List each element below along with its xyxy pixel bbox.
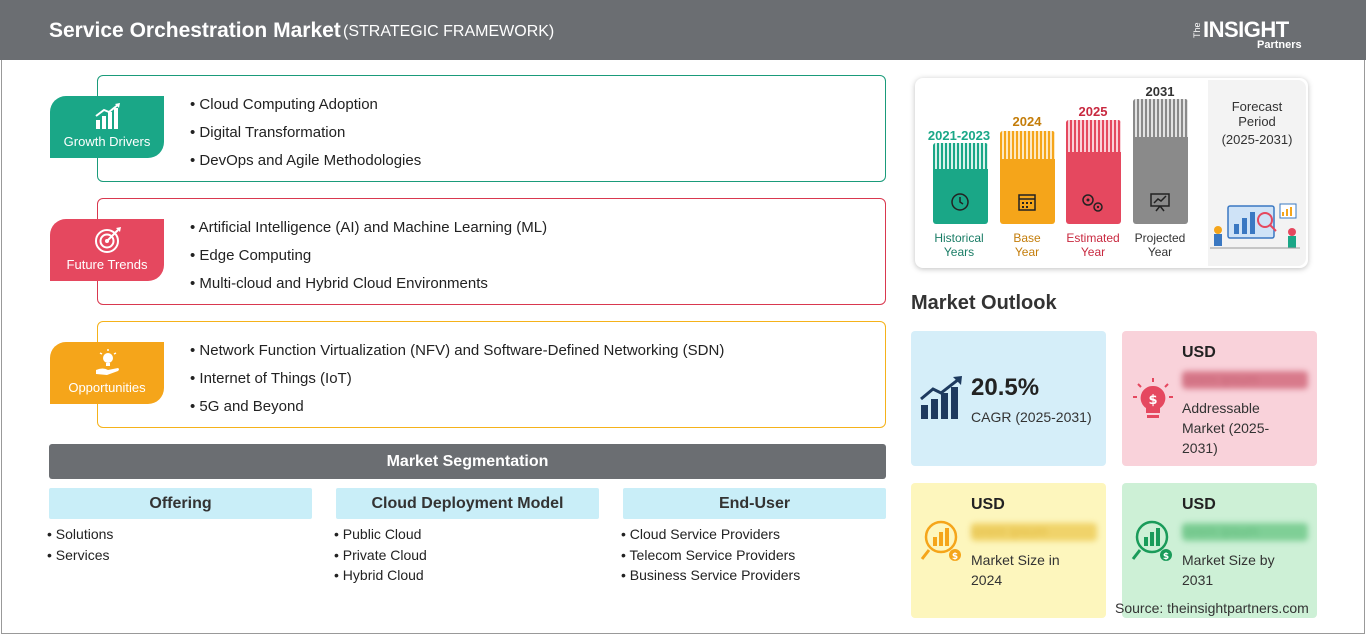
timeline-year-base: 2024 (1012, 114, 1042, 129)
size-2031-blurred-value: lorem ipsum (1182, 523, 1308, 541)
svg-text:$: $ (1163, 552, 1169, 562)
target-icon (95, 227, 121, 253)
future-trends-card: Artificial Intelligence (AI) and Machine… (97, 198, 886, 305)
money-lightbulb-icon: $ (1133, 378, 1173, 418)
logo-insight: INSIGHT (1203, 17, 1289, 42)
segment-list-cloud-deployment: Public Cloud Private Cloud Hybrid Cloud (334, 526, 427, 588)
segment-item: Telecom Service Providers (621, 547, 800, 568)
segment-list-end-user: Cloud Service Providers Telecom Service … (621, 526, 801, 588)
growth-drivers-card: Cloud Computing Adoption Digital Transfo… (97, 75, 886, 182)
opportunity-item: 5G and Beyond (190, 397, 724, 425)
future-trend-item: Multi-cloud and Hybrid Cloud Environment… (190, 274, 547, 302)
timeline-bar-historical (933, 143, 988, 224)
logo-partners: Partners (1257, 39, 1302, 51)
lightbulb-hand-icon (96, 349, 119, 375)
timeline-bar-estimated (1066, 120, 1121, 224)
logo-the: The (1192, 22, 1202, 38)
size-2024-currency: USD (971, 496, 1005, 513)
segment-item: Services (47, 547, 113, 568)
cagr-label: CAGR (2025-2031) (971, 409, 1092, 425)
timeline-bar-projected (1133, 99, 1188, 224)
history-icon (951, 193, 969, 211)
growth-chart-icon (95, 103, 120, 129)
segment-item: Private Cloud (334, 547, 427, 568)
growth-driver-item: Digital Transformation (190, 123, 421, 151)
gears-icon (1082, 194, 1103, 212)
timeline-year-historical: 2021-2023 (927, 128, 991, 143)
opportunities-card: Network Function Virtualization (NFV) an… (97, 321, 886, 428)
svg-text:$: $ (952, 552, 958, 562)
future-trends-badge: Future Trends (50, 219, 164, 281)
svg-text:$: $ (1148, 393, 1157, 408)
segment-item: Business Service Providers (621, 567, 800, 588)
segment-heading-cloud-deployment: Cloud Deployment Model (336, 488, 599, 519)
growth-chart-icon (920, 376, 962, 419)
page-header: Service Orchestration Market (STRATEGIC … (0, 0, 1366, 60)
opportunity-item: Network Function Virtualization (NFV) an… (190, 341, 724, 369)
timeline-bar-base (1000, 131, 1055, 224)
timeline-year-projected: 2031 (1145, 84, 1175, 99)
cagr-box: 20.5% CAGR (2025-2031) (911, 331, 1106, 466)
insight-partners-logo[interactable]: The INSIGHT Partners (1192, 12, 1312, 52)
source-citation: Source: theinsightpartners.com (1115, 600, 1309, 616)
market-segmentation-bar: Market Segmentation (49, 444, 886, 479)
presentation-icon (1150, 193, 1170, 212)
opportunities-label: Opportunities (68, 380, 146, 395)
segment-item: Cloud Service Providers (621, 526, 800, 547)
money-growth-icon: $ (1131, 520, 1172, 562)
cagr-value: 20.5% (971, 374, 1040, 401)
forecast-analytics-illustration-icon (1210, 203, 1300, 249)
addressable-blurred-value: lorem ipsum (1182, 371, 1308, 389)
segment-heading-offering: Offering (49, 488, 312, 519)
forecast-label-line2: Period (1238, 114, 1276, 129)
growth-drivers-badge: Growth Drivers (50, 96, 164, 158)
opportunity-item: Internet of Things (IoT) (190, 369, 724, 397)
segment-heading-end-user: End-User (623, 488, 886, 519)
growth-driver-item: DevOps and Agile Methodologies (190, 151, 421, 179)
size-2024-blurred-value: lorem ipsum (971, 523, 1097, 541)
timeline-year-estimated: 2025 (1078, 104, 1108, 119)
addressable-currency: USD (1182, 344, 1216, 361)
forecast-label-line1: Forecast (1231, 99, 1283, 114)
market-outlook-title: Market Outlook (911, 292, 1057, 314)
growth-drivers-label: Growth Drivers (63, 134, 151, 149)
content-frame (1, 60, 1365, 634)
segment-list-offering: Solutions Services (47, 526, 114, 568)
growth-driver-item: Cloud Computing Adoption (190, 95, 421, 123)
forecast-label-line3: (2025-2031) (1221, 132, 1293, 147)
opportunities-badge: Opportunities (50, 342, 164, 404)
size-2031-currency: USD (1182, 496, 1216, 513)
future-trend-item: Edge Computing (190, 246, 547, 274)
money-growth-icon: $ (920, 520, 961, 562)
future-trend-item: Artificial Intelligence (AI) and Machine… (190, 218, 548, 246)
segment-item: Solutions (47, 526, 114, 547)
segment-item: Public Cloud (334, 526, 427, 547)
segment-item: Hybrid Cloud (334, 567, 427, 588)
page-subtitle: (STRATEGIC FRAMEWORK) (343, 23, 555, 40)
future-trends-label: Future Trends (66, 257, 148, 272)
calendar-icon (1018, 194, 1036, 211)
page-title: Service Orchestration Market (49, 19, 341, 42)
